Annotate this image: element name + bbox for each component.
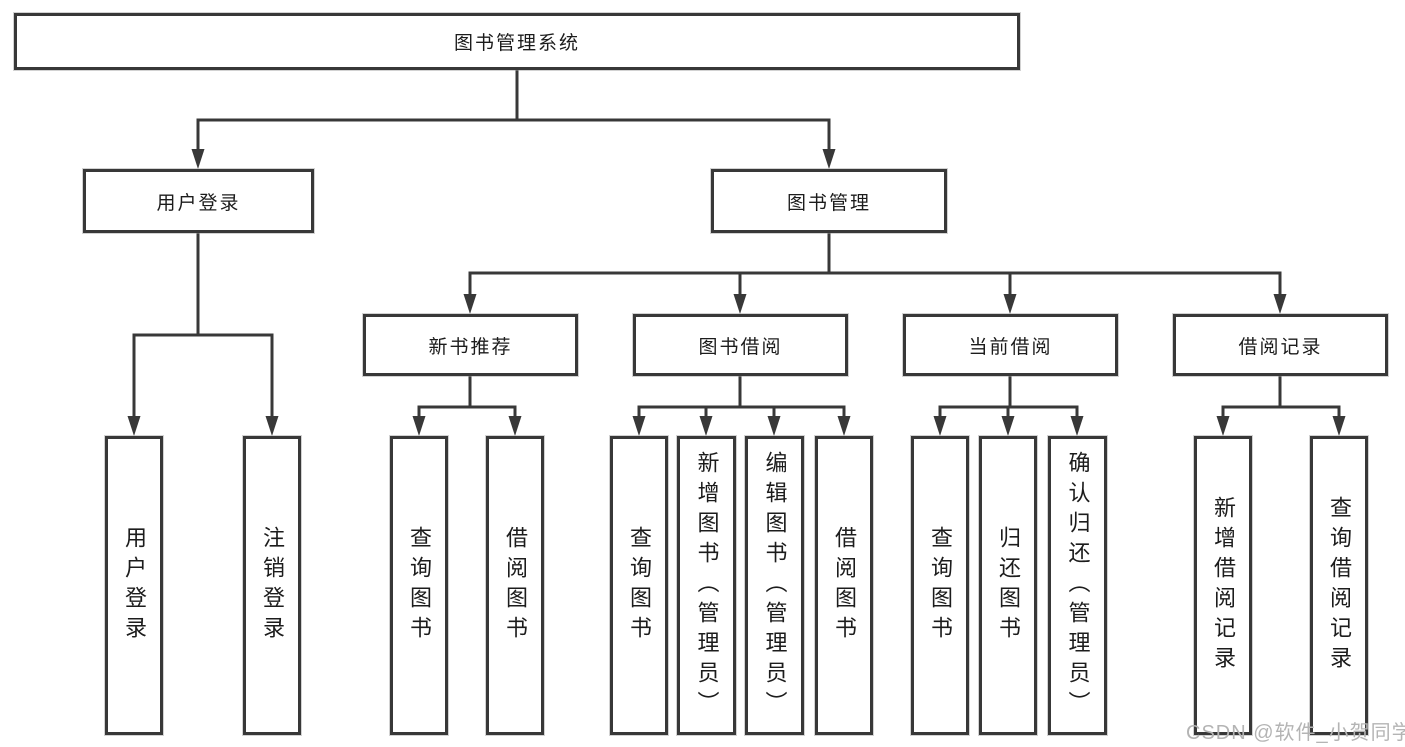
node-new-book-recommend: 新书推荐 <box>363 314 578 376</box>
connector-root-to-level2 <box>191 70 836 169</box>
node-book-borrow-label: 图书借阅 <box>698 336 783 358</box>
node-current-borrow-label: 当前借阅 <box>968 336 1053 358</box>
leaf-logout-label: 注销登录 <box>260 525 285 646</box>
leaf-newbook-borrow-label: 借阅图书 <box>503 525 528 646</box>
leaf-records-query: 查询借阅记录 <box>1310 436 1368 735</box>
leaf-current-return-label: 归还图书 <box>996 525 1021 646</box>
connector-mgmt-to-level3 <box>463 233 1287 314</box>
node-borrow-records: 借阅记录 <box>1173 314 1388 376</box>
leaf-newbook-query-label: 查询图书 <box>407 525 432 646</box>
node-root-label: 图书管理系统 <box>453 33 580 54</box>
leaf-borrow-borrow-label: 借阅图书 <box>832 525 857 646</box>
node-book-mgmt: 图书管理 <box>711 169 947 233</box>
leaf-newbook-query: 查询图书 <box>390 436 448 735</box>
leaf-borrow-borrow: 借阅图书 <box>815 436 873 735</box>
leaf-records-query-label: 查询借阅记录 <box>1327 495 1352 676</box>
leaf-current-confirm-admin-label: 确认归还（管理员） <box>1065 450 1091 721</box>
leaf-newbook-borrow: 借阅图书 <box>486 436 544 735</box>
leaf-records-add: 新增借阅记录 <box>1194 436 1252 735</box>
leaf-current-query-label: 查询图书 <box>928 525 953 646</box>
node-root: 图书管理系统 <box>14 13 1020 70</box>
node-borrow-records-label: 借阅记录 <box>1238 336 1323 358</box>
leaf-current-query: 查询图书 <box>911 436 969 735</box>
node-book-borrow: 图书借阅 <box>633 314 848 376</box>
connector-borrow-to-leaves <box>632 376 851 436</box>
leaf-records-add-label: 新增借阅记录 <box>1211 495 1236 676</box>
connector-current-to-leaves <box>933 376 1084 436</box>
leaf-current-confirm-admin: 确认归还（管理员） <box>1048 436 1107 735</box>
node-user-login: 用户登录 <box>83 169 314 233</box>
leaf-user-login: 用户登录 <box>105 436 163 735</box>
leaf-borrow-edit-admin-label: 编辑图书（管理员） <box>762 450 788 721</box>
node-current-borrow: 当前借阅 <box>903 314 1118 376</box>
leaf-user-login-label: 用户登录 <box>122 525 147 646</box>
leaf-borrow-query-label: 查询图书 <box>627 525 652 646</box>
node-user-login-label: 用户登录 <box>156 192 241 214</box>
leaf-borrow-query: 查询图书 <box>610 436 668 735</box>
leaf-borrow-add-admin-label: 新增图书（管理员） <box>694 450 720 721</box>
csdn-watermark: CSDN @软件_小贺同学 <box>1186 722 1405 744</box>
connector-records-to-leaves <box>1216 376 1346 436</box>
leaf-logout: 注销登录 <box>243 436 301 735</box>
connector-newbook-to-leaves <box>412 376 522 436</box>
connector-login-to-leaves <box>127 233 279 436</box>
leaf-borrow-edit-admin: 编辑图书（管理员） <box>745 436 804 735</box>
leaf-current-return: 归还图书 <box>979 436 1037 735</box>
node-book-mgmt-label: 图书管理 <box>786 192 871 214</box>
leaf-borrow-add-admin: 新增图书（管理员） <box>677 436 736 735</box>
node-new-book-recommend-label: 新书推荐 <box>428 336 513 358</box>
